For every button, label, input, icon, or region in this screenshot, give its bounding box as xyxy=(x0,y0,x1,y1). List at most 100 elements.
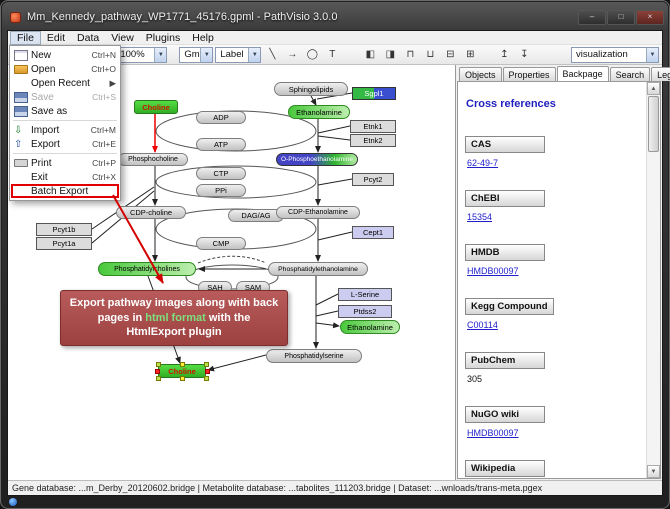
selection-handle[interactable] xyxy=(180,376,185,381)
node-cept1[interactable]: Cept1 xyxy=(352,226,394,239)
xref-link-kegg-compound[interactable]: C00114 xyxy=(467,320,498,330)
node-cdp-choline[interactable]: CDP-choline xyxy=(116,206,186,219)
node-phosphatidylethanolamine[interactable]: Phosphatidylethanolamine xyxy=(268,262,368,276)
template-combo[interactable]: Gm▼ xyxy=(179,46,214,63)
xref-link-hmdb[interactable]: HMDB00097 xyxy=(467,266,519,276)
node-phosphocholine[interactable]: Phosphocholine xyxy=(118,153,188,166)
chevron-down-icon[interactable]: ▼ xyxy=(248,47,261,62)
align-bottom-button[interactable]: ⊔ xyxy=(421,46,439,63)
line-tool-button[interactable]: ╲ xyxy=(263,46,281,63)
label-combo[interactable]: Label▼ xyxy=(215,46,262,63)
print-icon xyxy=(14,159,28,167)
tab-objects[interactable]: Objects xyxy=(459,67,502,81)
bring-to-front-button[interactable]: ↥ xyxy=(495,46,513,63)
selection-handle[interactable] xyxy=(156,376,161,381)
node-phosphatidylcholines[interactable]: Phosphatidylcholines xyxy=(98,262,196,276)
tab-legend[interactable]: Legend xyxy=(651,67,670,81)
selection-handle[interactable] xyxy=(204,376,209,381)
xref-link-chebi[interactable]: 15354 xyxy=(467,212,493,222)
node-o-phosphoethanolamine[interactable]: O-Phosphoethanolamine xyxy=(276,153,358,166)
node-choline[interactable]: Choline xyxy=(155,362,210,381)
chevron-down-icon[interactable]: ▼ xyxy=(154,47,167,62)
xref-link-cas[interactable]: 62-49-7 xyxy=(467,158,499,168)
scrollbar-thumb[interactable] xyxy=(648,96,659,152)
node-etnk1[interactable]: Etnk1 xyxy=(350,120,396,133)
node-ethanolamine[interactable]: Ethanolamine xyxy=(288,105,350,119)
align-top-button[interactable]: ⊓ xyxy=(401,46,419,63)
menu-help[interactable]: Help xyxy=(192,31,214,44)
visualization-combo[interactable]: visualization▼ xyxy=(571,46,659,63)
chevron-down-icon[interactable]: ▼ xyxy=(200,47,213,62)
xref-link-pubchem: 305 xyxy=(467,374,483,384)
menu-view[interactable]: View xyxy=(111,31,134,44)
arrow-tool-button[interactable]: → xyxy=(283,46,301,63)
node-atp[interactable]: ATP xyxy=(196,138,246,151)
menu-shortcut: Ctrl+P xyxy=(92,158,116,168)
node-sgpl1[interactable]: Sgpl1 xyxy=(352,87,396,100)
xref-source-label: ChEBI xyxy=(465,190,545,207)
node-phosphatidylserine[interactable]: Phosphatidylserine xyxy=(266,349,362,363)
node-pcyt1b[interactable]: Pcyt1b xyxy=(36,223,92,236)
zoom-combo[interactable]: 100%▼ xyxy=(115,46,168,63)
xref-link-nugo-wiki[interactable]: HMDB00097 xyxy=(467,428,519,438)
shape-tool-button[interactable]: ◯ xyxy=(303,46,321,63)
menu-item-label: New xyxy=(31,49,52,61)
sidebar-scrollbar[interactable]: ▲ ▼ xyxy=(646,82,660,478)
send-to-back-button[interactable]: ↧ xyxy=(515,46,533,63)
menu-item-label: Batch Export xyxy=(31,185,89,197)
scroll-up-icon[interactable]: ▲ xyxy=(647,82,660,95)
tab-backpage[interactable]: Backpage xyxy=(556,66,609,81)
chevron-down-icon[interactable]: ▼ xyxy=(646,47,658,62)
selection-handle[interactable] xyxy=(180,362,185,367)
file-menu-save-as[interactable]: Save as xyxy=(11,104,119,118)
selection-handle[interactable] xyxy=(155,369,160,374)
distribute-horizontal-button[interactable]: ⊟ xyxy=(441,46,459,63)
maximize-button[interactable]: □ xyxy=(607,9,635,25)
menu-data[interactable]: Data xyxy=(77,31,100,44)
node-ptdss2[interactable]: Ptdss2 xyxy=(338,305,392,318)
tab-search[interactable]: Search xyxy=(609,67,651,81)
node-choline[interactable]: Choline xyxy=(134,100,178,114)
node-dag-ag[interactable]: DAG/AG xyxy=(228,209,284,222)
align-right-button[interactable]: ◨ xyxy=(381,46,399,63)
distribute-vertical-button[interactable]: ⊞ xyxy=(461,46,479,63)
align-left-button[interactable]: ◧ xyxy=(361,46,379,63)
title-bar[interactable]: Mm_Kennedy_pathway_WP1771_45176.gpml - P… xyxy=(10,5,664,29)
selection-handle[interactable] xyxy=(204,362,209,367)
close-button[interactable]: × xyxy=(636,9,664,25)
menu-plugins[interactable]: Plugins xyxy=(145,31,181,44)
selection-handle[interactable] xyxy=(156,362,161,367)
file-menu-batch-export[interactable]: Batch Export xyxy=(11,184,119,198)
node-pcyt2[interactable]: Pcyt2 xyxy=(352,173,394,186)
menu-shortcut: Ctrl+S xyxy=(92,92,116,102)
tab-properties[interactable]: Properties xyxy=(502,67,556,81)
node-l-serine[interactable]: L-Serine xyxy=(338,288,392,301)
node-etnk2[interactable]: Etnk2 xyxy=(350,134,396,147)
node-sphingolipids[interactable]: Sphingolipids xyxy=(274,82,348,96)
node-cdp-ethanolamine[interactable]: CDP-Ethanolamine xyxy=(276,206,360,219)
text-tool-button[interactable]: T xyxy=(323,46,341,63)
node-adp[interactable]: ADP xyxy=(196,111,246,124)
scroll-down-icon[interactable]: ▼ xyxy=(647,465,660,478)
file-menu-open-recent[interactable]: Open Recent▶ xyxy=(11,76,119,90)
node-ctp[interactable]: CTP xyxy=(196,167,246,180)
node-cmp[interactable]: CMP xyxy=(196,237,246,250)
menu-file[interactable]: File xyxy=(10,30,41,45)
node-ppi[interactable]: PPi xyxy=(196,184,246,197)
selection-handle[interactable] xyxy=(205,369,210,374)
node-ethanolamine[interactable]: Ethanolamine xyxy=(340,320,400,334)
minimize-button[interactable]: – xyxy=(578,9,606,25)
menu-edit[interactable]: Edit xyxy=(46,31,66,44)
node-pcyt1a[interactable]: Pcyt1a xyxy=(36,237,92,250)
